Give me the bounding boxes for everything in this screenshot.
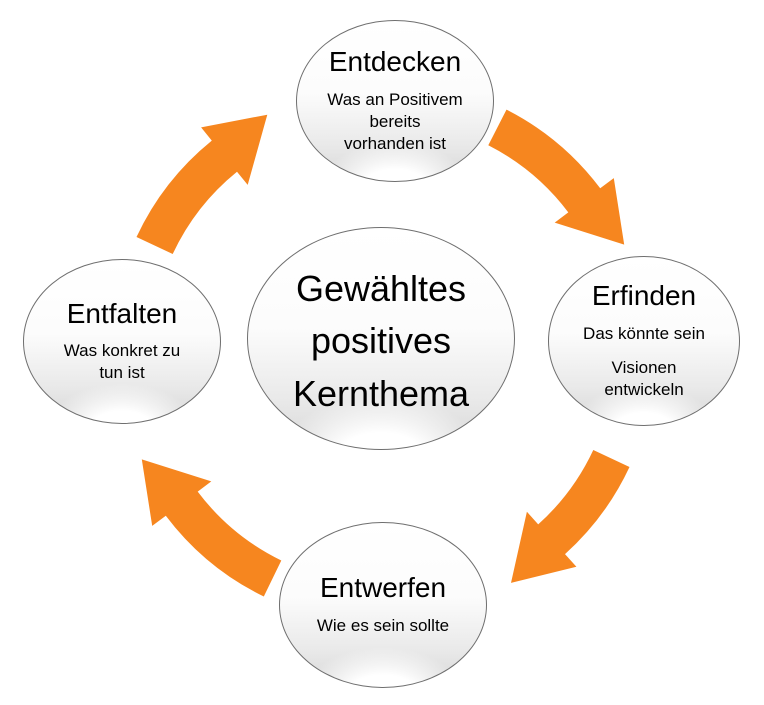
center-topic-text: Gewähltes positives Kernthema — [292, 268, 470, 414]
arrow-entdecken-to-erfinden-icon — [488, 109, 625, 245]
arrow-entfalten-to-entdecken-icon — [136, 114, 268, 254]
node-entwerfen-subtitle: Wie es sein sollte — [316, 615, 450, 635]
node-entfalten: Entfalten Was konkret zu tun ist — [23, 259, 221, 424]
node-entfalten-subtitle: Was konkret zu tun ist — [63, 341, 181, 383]
node-entdecken-title: Entdecken — [328, 45, 462, 77]
center-topic-ellipse: Gewähltes positives Kernthema — [247, 227, 515, 450]
node-entwerfen: Entwerfen Wie es sein sollte — [279, 522, 487, 688]
arrow-entwerfen-to-entfalten-icon — [141, 459, 282, 597]
node-erfinden-subtitle-2: Visionen entwickeln — [604, 357, 684, 399]
node-entfalten-title: Entfalten — [66, 297, 178, 329]
node-erfinden: Erfinden Das könnte sein Visionen entwic… — [548, 256, 740, 426]
node-entdecken: Entdecken Was an Positivem bereits vorha… — [296, 20, 494, 182]
node-entwerfen-title: Entwerfen — [319, 572, 447, 604]
node-erfinden-title: Erfinden — [591, 279, 697, 311]
arrow-erfinden-to-entwerfen-icon — [511, 450, 630, 583]
node-erfinden-subtitle-1: Das könnte sein — [583, 323, 705, 343]
node-entdecken-subtitle: Was an Positivem bereits vorhanden ist — [327, 89, 463, 153]
